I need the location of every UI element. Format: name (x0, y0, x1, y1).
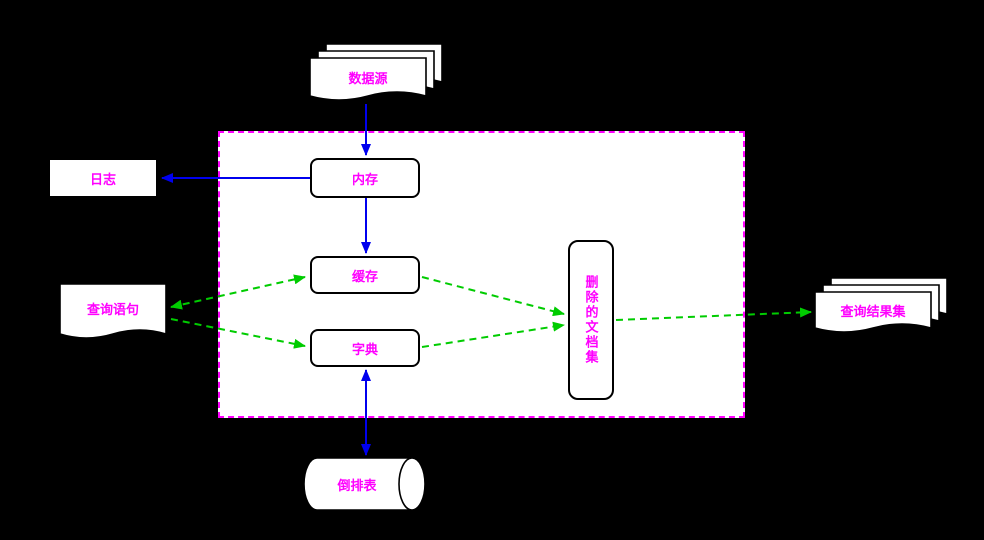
node-cache: 缓存 (310, 256, 420, 294)
engine-container (218, 131, 745, 418)
node-memory: 内存 (310, 158, 420, 198)
node-log: 日志 (48, 158, 158, 198)
data-source-shape (309, 43, 443, 101)
inverted-list-shape (303, 457, 426, 511)
cache-label: 缓存 (351, 268, 378, 284)
node-deleted-doc-set: 删除的文档集 (568, 240, 614, 400)
log-label: 日志 (89, 171, 116, 187)
dictionary-label: 字典 (351, 341, 378, 357)
memory-label: 内存 (351, 171, 378, 187)
query-statement-shape (59, 283, 167, 339)
query-result-set-shape (814, 277, 948, 333)
deleted-doc-set-label: 删除的文档集 (583, 275, 599, 365)
node-dictionary: 字典 (310, 329, 420, 367)
